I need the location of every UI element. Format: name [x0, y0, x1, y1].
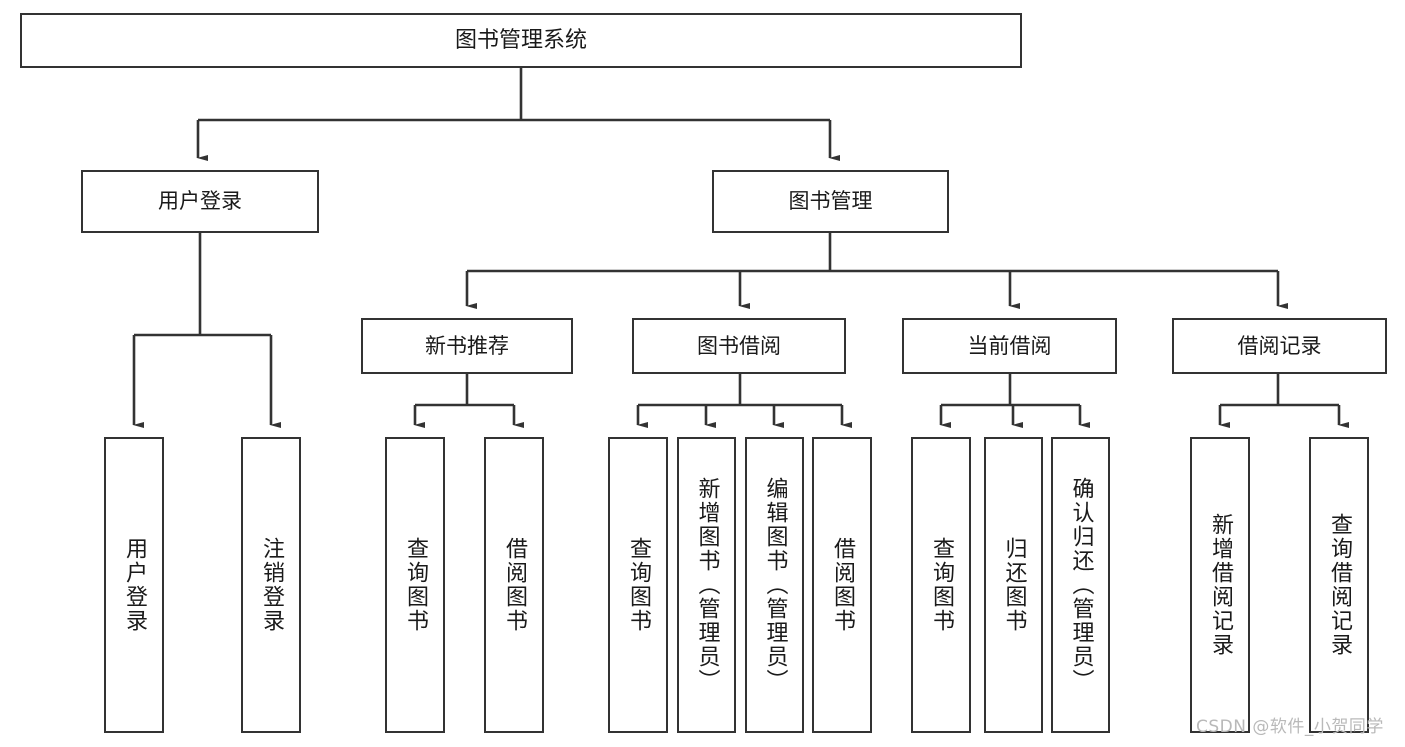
node-user-login[interactable]: 用户登录 [81, 170, 319, 233]
node-leaf-edit-book-label: 编辑图书（管理员） [762, 477, 788, 693]
node-book-manage[interactable]: 图书管理 [712, 170, 949, 233]
node-leaf-user-login[interactable]: 用户登录 [104, 437, 164, 733]
node-leaf-borrow-book-label: 借阅图书 [830, 537, 855, 633]
node-leaf-user-logout[interactable]: 注销登录 [241, 437, 301, 733]
node-borrow-record[interactable]: 借阅记录 [1172, 318, 1387, 374]
node-book-borrow[interactable]: 图书借阅 [632, 318, 846, 374]
node-leaf-user-login-label: 用户登录 [122, 537, 147, 633]
node-leaf-borrow-book-rec[interactable]: 借阅图书 [484, 437, 544, 733]
node-leaf-query-book-borrow[interactable]: 查询图书 [608, 437, 668, 733]
node-user-login-label: 用户登录 [158, 189, 242, 214]
node-leaf-confirm-return-label: 确认归还（管理员） [1068, 477, 1094, 693]
node-leaf-borrow-book-rec-label: 借阅图书 [502, 537, 527, 633]
node-leaf-edit-book[interactable]: 编辑图书（管理员） [745, 437, 804, 733]
node-root-label: 图书管理系统 [454, 27, 587, 53]
node-leaf-add-record-label: 新增借阅记录 [1208, 513, 1233, 657]
node-new-book-rec-label: 新书推荐 [425, 333, 509, 358]
node-leaf-query-book-current[interactable]: 查询图书 [911, 437, 971, 733]
node-leaf-return-book-label: 归还图书 [1001, 537, 1027, 633]
node-leaf-query-book-rec-label: 查询图书 [403, 537, 428, 633]
node-leaf-user-logout-label: 注销登录 [259, 537, 284, 633]
node-book-manage-label: 图书管理 [788, 189, 873, 214]
node-leaf-borrow-book[interactable]: 借阅图书 [812, 437, 872, 733]
node-current-borrow-label: 当前借阅 [967, 333, 1052, 358]
node-leaf-query-record-label: 查询借阅记录 [1327, 513, 1352, 657]
node-leaf-query-book-rec[interactable]: 查询图书 [385, 437, 445, 733]
node-leaf-return-book[interactable]: 归还图书 [984, 437, 1043, 733]
node-leaf-query-book-borrow-label: 查询图书 [626, 537, 651, 633]
node-leaf-add-book[interactable]: 新增图书（管理员） [677, 437, 736, 733]
node-root[interactable]: 图书管理系统 [20, 13, 1022, 68]
node-book-borrow-label: 图书借阅 [697, 333, 781, 358]
node-current-borrow[interactable]: 当前借阅 [902, 318, 1117, 374]
node-leaf-add-book-label: 新增图书（管理员） [694, 477, 720, 693]
node-new-book-rec[interactable]: 新书推荐 [361, 318, 573, 374]
node-leaf-query-record[interactable]: 查询借阅记录 [1309, 437, 1369, 733]
node-borrow-record-label: 借阅记录 [1237, 333, 1322, 358]
node-leaf-confirm-return[interactable]: 确认归还（管理员） [1051, 437, 1110, 733]
node-leaf-add-record[interactable]: 新增借阅记录 [1190, 437, 1250, 733]
node-leaf-query-book-current-label: 查询图书 [929, 537, 954, 633]
